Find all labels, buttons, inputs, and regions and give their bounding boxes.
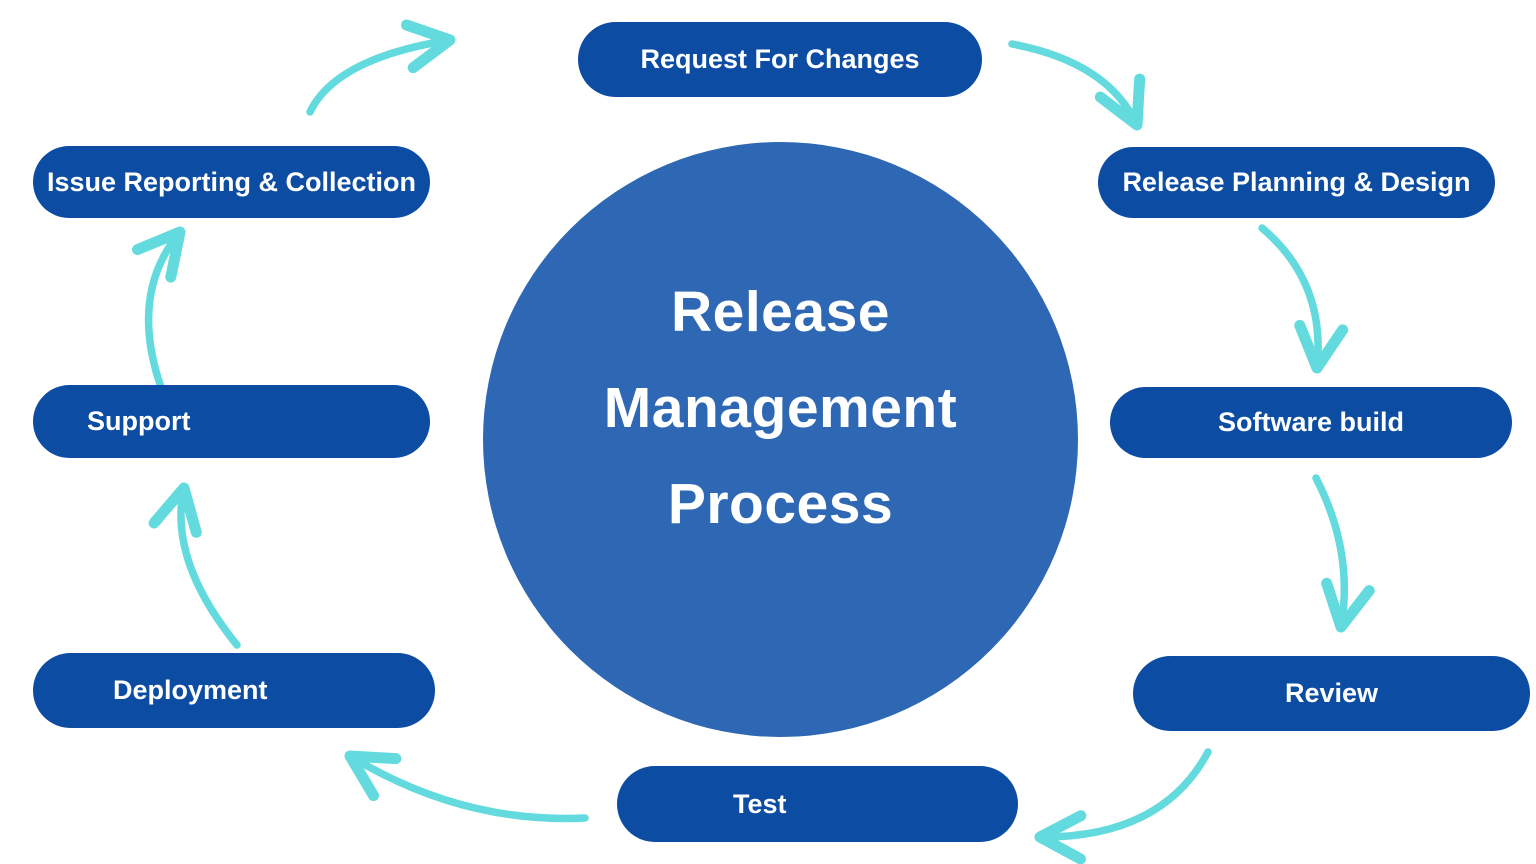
diagram-title: Release Management Process xyxy=(604,264,957,552)
arrow-deployment-to-support-icon xyxy=(148,482,241,649)
center-circle: Release Management Process xyxy=(483,142,1078,737)
stage-pill-support: Support xyxy=(33,385,430,458)
arrow-support-to-issue-icon xyxy=(131,226,186,394)
arrow-review-to-test-icon xyxy=(1034,748,1212,864)
stage-pill-issue-reporting-collection: Issue Reporting & Collection xyxy=(33,146,430,218)
stage-label: Issue Reporting & Collection xyxy=(46,166,417,197)
arrow-issue-to-request-icon xyxy=(306,19,456,116)
arrow-planning-to-build-icon xyxy=(1258,224,1349,374)
stage-label: Release Planning & Design xyxy=(1122,167,1471,197)
arrow-request-to-planning-icon xyxy=(1008,40,1146,131)
stage-label: Deployment xyxy=(113,675,268,705)
arrow-build-to-review-icon xyxy=(1312,474,1375,633)
stage-label: Request For Changes xyxy=(640,44,920,74)
arrow-test-to-deployment-icon xyxy=(344,750,589,823)
title-line-1: Release xyxy=(670,279,890,344)
title-line-3: Process xyxy=(667,471,894,536)
stage-label: Software build xyxy=(1217,407,1404,437)
title-line-2: Management xyxy=(603,375,958,440)
stage-pill-deployment: Deployment xyxy=(33,653,435,728)
stage-label: Test xyxy=(733,788,787,819)
stage-pill-release-planning-design: Release Planning & Design xyxy=(1098,147,1495,218)
stage-pill-review: Review xyxy=(1133,656,1530,731)
stage-pill-software-build: Software build xyxy=(1110,387,1512,458)
stage-pill-request-for-changes: Request For Changes xyxy=(578,22,982,97)
stage-label: Support xyxy=(87,406,191,436)
stage-label: Review xyxy=(1284,678,1379,708)
stage-pill-test: Test xyxy=(617,766,1018,842)
